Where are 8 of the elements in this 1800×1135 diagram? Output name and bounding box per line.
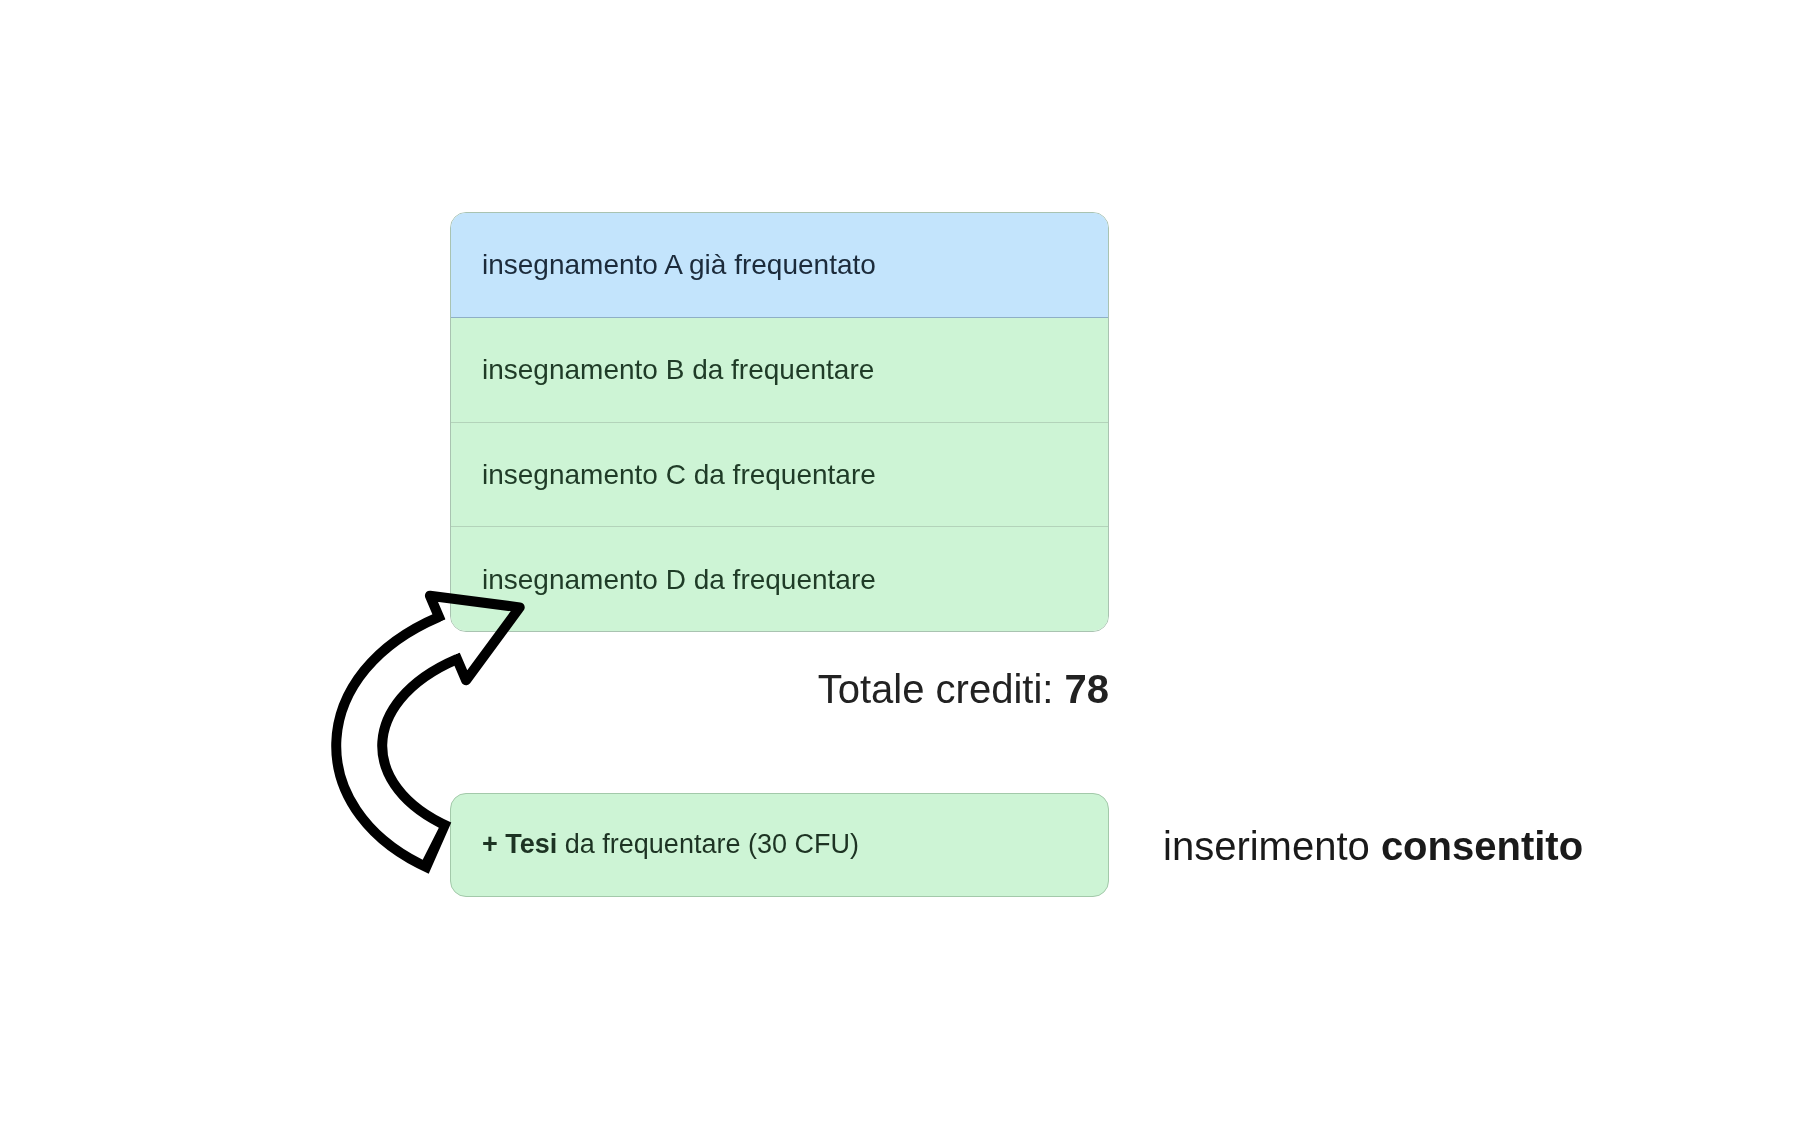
total-credits-text: Totale crediti: 78: [817, 666, 1109, 713]
list-row: insegnamento C da frequentare: [451, 422, 1108, 528]
list-row: insegnamento D da frequentare: [451, 527, 1108, 631]
list-row: insegnamento A già frequentato: [451, 213, 1108, 318]
status-text: inserimento consentito: [1163, 823, 1584, 870]
list-panel: [450, 212, 1109, 632]
list-row: insegnamento B da frequentare: [451, 317, 1108, 423]
add-item-row: + Tesi da frequentare (30 CFU): [450, 793, 1109, 897]
